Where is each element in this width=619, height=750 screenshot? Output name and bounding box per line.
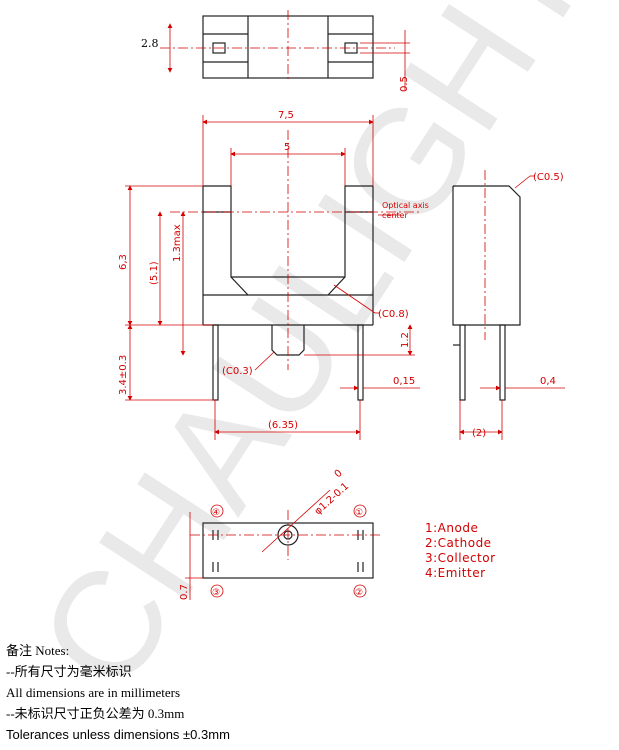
- dim-pin-spacing: (6.35): [268, 420, 298, 431]
- dim-side-pin-width: 0,4: [540, 376, 556, 387]
- bottom-view-dims: [185, 489, 380, 600]
- top-view-dims: [160, 10, 410, 90]
- notes: 备注 Notes: --所有尺寸为毫米标识 All dimensions are…: [6, 640, 230, 745]
- pin-number-4: ④: [212, 508, 220, 518]
- front-view-dims: [125, 115, 420, 440]
- pin-number-2: ②: [355, 588, 363, 598]
- notes-line-3: --未标识尺寸正负公差为 0.3mm: [6, 706, 185, 721]
- dim-chamfer-bottom: (C0.8): [378, 309, 409, 320]
- side-view: [452, 185, 521, 401]
- pin-legend-1: 1:Anode: [425, 521, 478, 535]
- dim-lead-thickness: 0,15: [393, 376, 415, 387]
- dim-overall-width: 7,5: [278, 110, 294, 121]
- dim-top-pin-width: 0.5: [399, 76, 410, 92]
- pin-legend: 1:Anode 2:Cathode 3:Collector 4:Emitter: [425, 521, 496, 580]
- pin-legend-2: 2:Cathode: [425, 536, 492, 550]
- notes-line-4: Tolerances unless dimensions ±0.3mm: [6, 727, 230, 742]
- dim-body-height: 6,3: [118, 254, 129, 270]
- optical-axis-label-1: Optical axis: [382, 201, 429, 210]
- notes-heading: 备注 Notes:: [6, 643, 70, 658]
- dim-side-chamfer: (C0.5): [533, 172, 564, 183]
- pin-number-3: ③: [212, 588, 220, 598]
- dim-bottom-margin: 0.7: [179, 584, 190, 600]
- optical-axis-label-2: center: [382, 211, 408, 220]
- dim-optical-max: 1.3max: [172, 224, 183, 262]
- dim-chamfer-pin: (C0.3): [222, 366, 253, 377]
- dim-pin-height: 1.2: [400, 332, 411, 348]
- dim-side-pin-spacing: (2): [472, 428, 486, 439]
- dim-hole-dia: φ1.2-0.1: [313, 481, 352, 517]
- pin-legend-4: 4:Emitter: [425, 566, 486, 580]
- side-view-dims: [459, 170, 565, 440]
- pin-number-1: ①: [355, 508, 363, 518]
- dim-top-thickness: 2.8: [141, 37, 159, 50]
- dim-lead-length: 3.4±0.3: [118, 355, 129, 395]
- dim-slot-width: 5: [284, 142, 290, 153]
- dim-hole-tol: 0: [333, 468, 345, 480]
- watermark-text: CHAULIGHT: [6, 0, 619, 717]
- watermark: CHAULIGHT: [6, 0, 619, 717]
- pin-markers: [210, 504, 367, 598]
- notes-line-1: --所有尺寸为毫米标识: [6, 664, 132, 679]
- notes-line-2: All dimensions are in millimeters: [6, 685, 181, 700]
- dim-slot-depth: (5.1): [149, 261, 160, 285]
- pin-legend-3: 3:Collector: [425, 551, 496, 565]
